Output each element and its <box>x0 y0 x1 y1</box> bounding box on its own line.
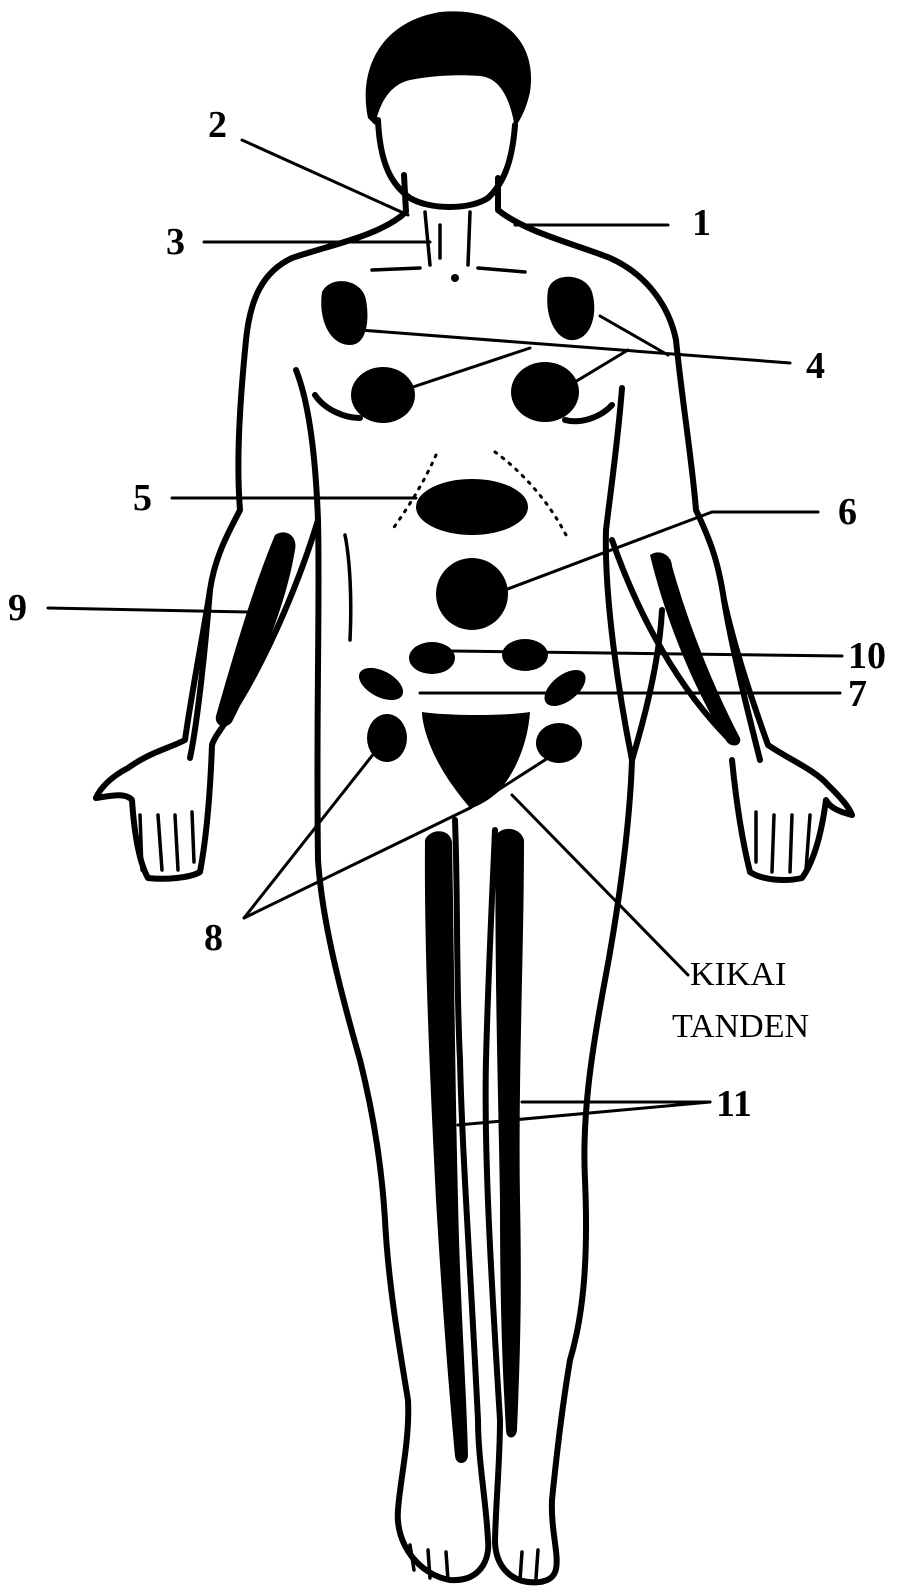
point-7-right <box>538 663 592 713</box>
label-1: 1 <box>692 202 711 244</box>
point-5 <box>416 479 528 535</box>
left-forearm-outer <box>96 590 210 798</box>
label-2: 2 <box>208 104 227 146</box>
label-11: 11 <box>716 1083 752 1125</box>
head <box>366 11 531 207</box>
hair <box>366 11 531 128</box>
label-7: 7 <box>848 673 867 715</box>
point-4-upper-right <box>547 277 594 340</box>
point-kikai-tanden <box>422 712 530 808</box>
point-9-left <box>216 532 296 726</box>
point-8-right <box>536 723 582 763</box>
face-outline <box>378 120 515 207</box>
point-6 <box>436 558 508 630</box>
leader-4c <box>570 350 628 385</box>
point-10-right <box>502 639 548 671</box>
point-marks <box>216 277 740 1463</box>
point-10-left <box>409 642 455 674</box>
left-leg-outer <box>318 860 488 1580</box>
leader-kikai <box>512 795 688 975</box>
point-4-lower-right <box>511 362 579 422</box>
label-4: 4 <box>806 345 825 387</box>
label-tanden: TANDEN <box>672 1008 809 1045</box>
point-7-left <box>354 661 409 706</box>
label-6: 6 <box>838 491 857 533</box>
leader-8a <box>244 752 375 918</box>
legs <box>318 760 632 1582</box>
label-kikai: KIKAI <box>690 956 786 993</box>
neck-and-shoulders <box>246 175 676 340</box>
right-forearm-outer <box>724 600 852 815</box>
point-4-upper-left <box>321 281 367 345</box>
leader-4b <box>410 348 530 388</box>
label-3: 3 <box>166 221 185 263</box>
point-4-lower-left <box>351 367 415 423</box>
point-11-right <box>495 829 524 1438</box>
leader-9 <box>48 608 248 612</box>
label-8: 8 <box>204 917 223 959</box>
label-5: 5 <box>133 477 152 519</box>
right-inner-arm-line <box>606 388 632 760</box>
label-9: 9 <box>8 587 27 629</box>
left-inner-arm-line <box>296 370 319 860</box>
label-10: 10 <box>848 635 886 677</box>
